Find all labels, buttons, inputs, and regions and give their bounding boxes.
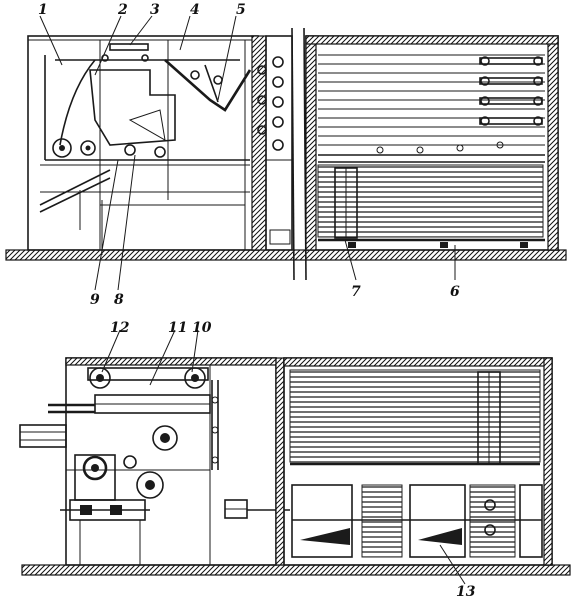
roller-icon [124, 144, 136, 156]
bottom-dryer-shelves [289, 369, 541, 463]
dryer-shelves-lower [317, 164, 544, 238]
top-floor-slab [5, 249, 567, 261]
top-view [5, 27, 567, 281]
drum-icon [152, 425, 178, 451]
label-9: 9 [90, 292, 100, 308]
roller-icon [154, 146, 166, 158]
label-10: 10 [192, 320, 212, 336]
label-2: 2 [117, 2, 128, 18]
roller-icon [184, 367, 206, 389]
heater-chambers [291, 484, 543, 558]
label-11: 11 [168, 320, 187, 336]
top-leaders [39, 15, 456, 291]
label-6: 6 [450, 284, 460, 300]
label-5: 5 [236, 2, 246, 18]
roller-icon [52, 138, 72, 158]
bottom-left-housing [65, 357, 277, 566]
label-12: 12 [110, 320, 130, 336]
label-8: 8 [114, 292, 124, 308]
gearbox [74, 454, 116, 501]
roller-icon [89, 367, 111, 389]
bottom-view [19, 357, 571, 576]
bottom-leaders [101, 329, 466, 585]
label-7: 7 [351, 284, 361, 300]
dryer-shelves-upper [318, 54, 545, 146]
label-4: 4 [190, 2, 200, 18]
label-3: 3 [150, 2, 160, 18]
label-1: 1 [38, 2, 48, 18]
label-13: 13 [456, 584, 476, 599]
labels: 1 2 3 4 5 9 8 7 6 12 11 10 13 [38, 2, 476, 599]
drum-icon [136, 471, 164, 499]
bottom-floor-slab [21, 564, 571, 576]
roller-icon [80, 140, 96, 156]
chain-column [251, 35, 284, 251]
